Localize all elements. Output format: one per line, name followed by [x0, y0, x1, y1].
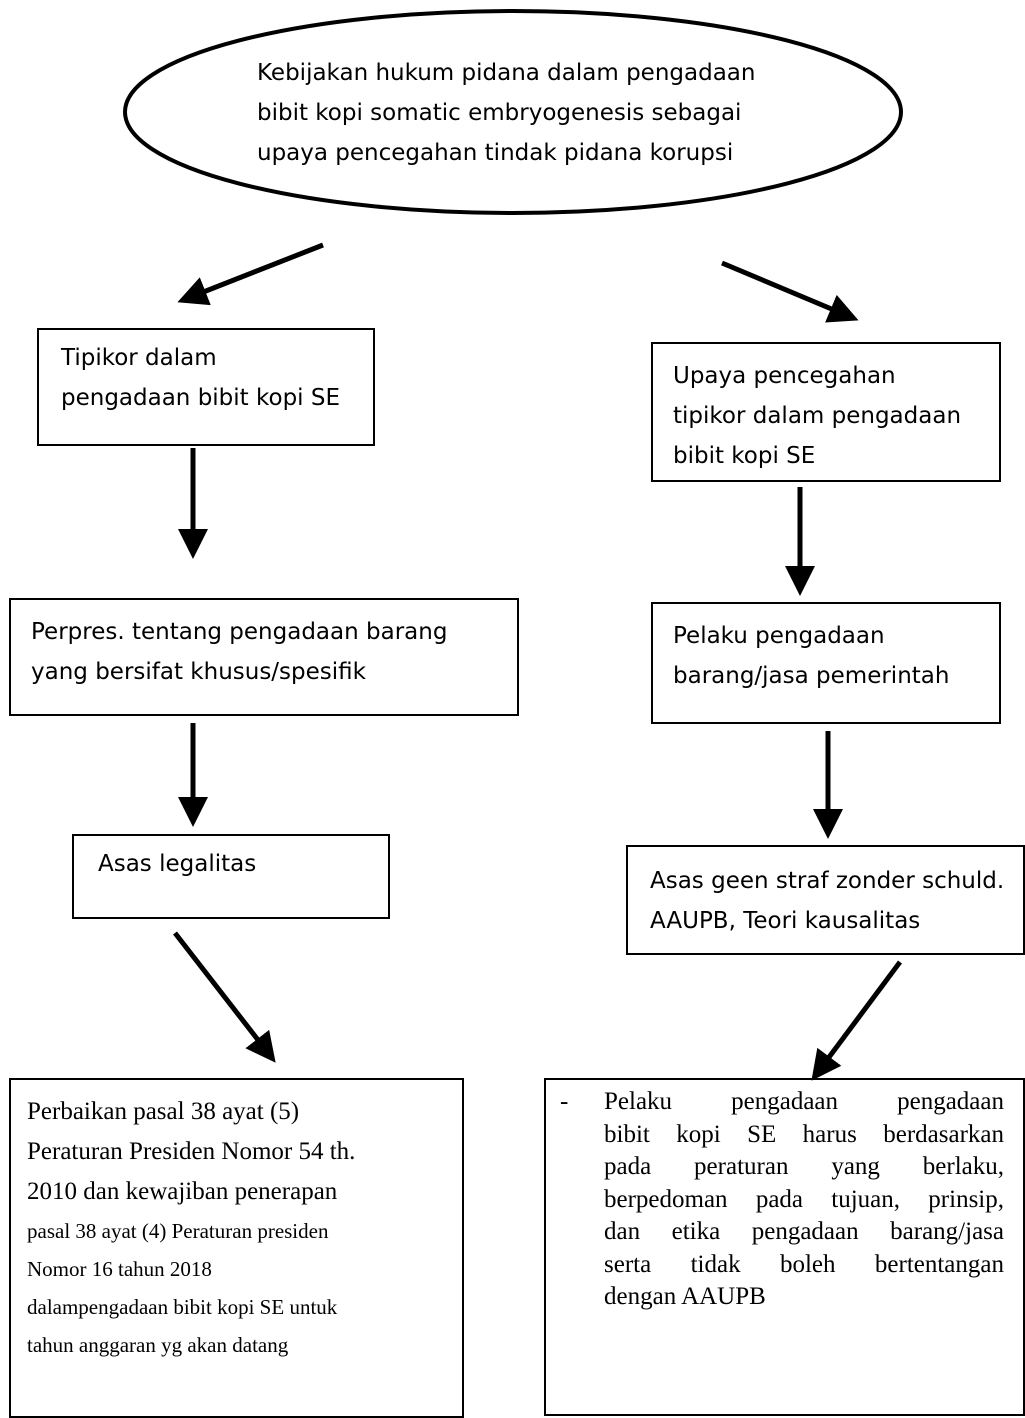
box-line: Tipikor dalam	[61, 345, 217, 371]
box-line: serta tidak boleh bertentangan	[604, 1250, 1004, 1278]
box-line: barang/jasa pemerintah	[673, 663, 950, 689]
arrow-left-3-to-4	[173, 931, 276, 1063]
box-line: dalampengadaan bibit kopi SE untuk	[27, 1295, 338, 1319]
title-ellipse	[123, 9, 903, 215]
box-line: Asas geen straf zonder schuld.	[650, 868, 1005, 894]
box-line: Nomor 16 tahun 2018	[27, 1257, 212, 1281]
list-bullet: -	[560, 1088, 569, 1115]
box-line: Peraturan Presiden Nomor 54 th.	[27, 1138, 356, 1165]
box-line: pada peraturan yang berlaku,	[604, 1153, 1004, 1180]
title-line: Kebijakan hukum pidana dalam pengadaan	[257, 60, 756, 86]
title-line: bibit kopi somatic embryogenesis sebagai	[257, 100, 742, 126]
box-perpres: Perpres. tentang pengadaan barang yang b…	[9, 598, 519, 716]
box-upaya-pencegahan: Upaya pencegahan tipikor dalam pengadaan…	[651, 342, 1001, 482]
box-line: bibit kopi SE harus berdasarkan	[604, 1120, 1004, 1148]
box-pelaku-pengadaan: Pelaku pengadaan barang/jasa pemerintah	[651, 602, 1001, 724]
box-asas-legalitas: Asas legalitas	[72, 834, 390, 919]
box-line: yang bersifat khusus/spesifik	[31, 659, 366, 685]
box-line: pengadaan bibit kopi SE	[61, 385, 341, 411]
arrow-ellipse-to-right	[721, 260, 859, 323]
box-perbaikan-pasal: Perbaikan pasal 38 ayat (5) Peraturan Pr…	[9, 1078, 464, 1418]
arrow-ellipse-to-left	[177, 242, 324, 306]
box-line: tahun anggaran yg akan datang	[27, 1333, 289, 1357]
box-line: Upaya pencegahan	[673, 363, 896, 389]
box-line: Asas legalitas	[98, 851, 257, 877]
box-line: dengan AAUPB	[604, 1283, 766, 1310]
box-line: pasal 38 ayat (4) Peraturan presiden	[27, 1219, 329, 1243]
box-line: dan etika pengadaan barang/jasa	[604, 1218, 1004, 1245]
box-line: bibit kopi SE	[673, 443, 816, 469]
box-pelaku-harus-text: Pelaku pengadaan pengadaan bibit kopi SE…	[604, 1086, 1004, 1314]
arrow-right-3-to-4	[811, 960, 903, 1081]
box-line: Pelaku pengadaan	[673, 623, 885, 649]
box-line: Pelaku pengadaan pengadaan	[604, 1088, 1004, 1115]
title-line: upaya pencegahan tindak pidana korupsi	[257, 140, 734, 166]
box-line: tipikor dalam pengadaan	[673, 403, 962, 429]
box-line: 2010 dan kewajiban penerapan	[27, 1178, 338, 1205]
box-line: Perbaikan pasal 38 ayat (5)	[27, 1098, 300, 1125]
box-asas-geen-straf: Asas geen straf zonder schuld. AAUPB, Te…	[626, 845, 1025, 955]
box-line: AAUPB, Teori kausalitas	[650, 908, 921, 934]
box-tipikor: Tipikor dalam pengadaan bibit kopi SE	[37, 328, 375, 446]
box-line: berpedoman pada tujuan, prinsip,	[604, 1185, 1004, 1213]
box-line: Perpres. tentang pengadaan barang	[31, 619, 448, 645]
